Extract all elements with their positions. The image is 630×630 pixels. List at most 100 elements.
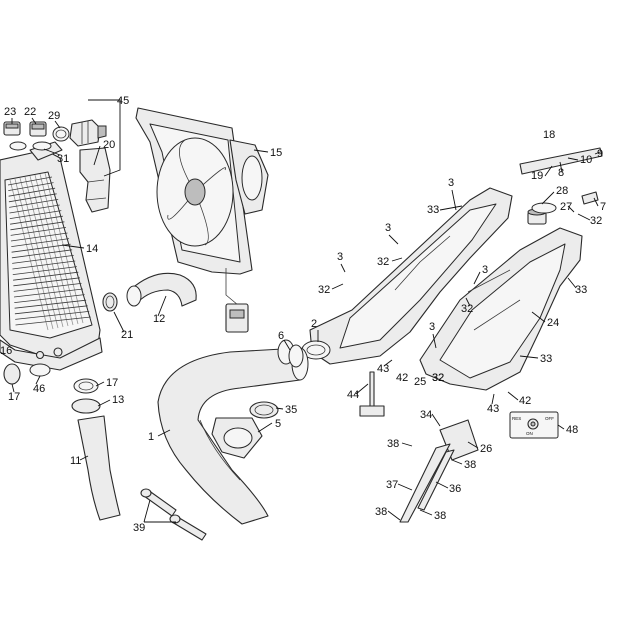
callout-35: 35 (285, 404, 297, 416)
callout-13: 13 (112, 394, 124, 406)
leader-c28 (541, 191, 555, 205)
callout-3-b: 3 (385, 222, 391, 234)
callout-23: 23 (4, 106, 16, 118)
leader-c42b (507, 391, 519, 401)
leader-c38b (451, 459, 463, 465)
callout-12: 12 (153, 313, 165, 325)
leader-c32b (391, 257, 403, 262)
callout-39: 39 (133, 522, 145, 534)
callout-3-c: 3 (337, 251, 343, 263)
callout-37: 37 (386, 479, 398, 491)
callout-15: 15 (270, 147, 282, 159)
leader-c6 (283, 339, 291, 351)
leader-c3c (340, 263, 346, 273)
callout-17-a: 17 (8, 391, 20, 403)
leader-c32c (331, 283, 344, 290)
callout-5: 5 (275, 418, 281, 430)
callout-14: 14 (86, 243, 98, 255)
leader-c37 (397, 483, 413, 491)
cooling-fan-part (135, 107, 269, 333)
switch-label-res: RES (512, 416, 521, 421)
leader-c13 (97, 399, 111, 407)
callout-43-b: 43 (487, 403, 499, 415)
callout-6: 6 (278, 330, 284, 342)
callout-leaders (11, 117, 601, 523)
callout-3-d: 3 (482, 264, 488, 276)
callout-32-c: 32 (318, 284, 330, 296)
radiator-part (0, 141, 103, 371)
callout-3-a: 3 (448, 177, 454, 189)
leader-c39 (143, 499, 151, 523)
leader-c48 (557, 424, 565, 430)
leader-c8 (559, 161, 563, 173)
callout-38-a: 38 (387, 438, 399, 450)
lower-hose-part (3, 363, 121, 521)
switch-label-on: ON (526, 431, 533, 436)
callout-28: 28 (556, 185, 568, 197)
callout-32-a: 32 (590, 215, 602, 227)
callout-34: 34 (420, 409, 432, 421)
callout-7: 7 (600, 201, 606, 213)
leader-c17b (95, 381, 105, 387)
leader-c10 (567, 157, 579, 161)
callout-9: 9 (597, 148, 603, 160)
callout-2: 2 (311, 318, 317, 330)
callout-26: 26 (480, 443, 492, 455)
callout-45: 45 (117, 95, 129, 107)
callout-46: 46 (33, 383, 45, 395)
leader-c43b (491, 393, 495, 405)
leader-c9 (594, 151, 601, 155)
callout-33-b: 33 (575, 284, 587, 296)
leader-c22 (31, 117, 37, 125)
leader-c3b (388, 234, 399, 245)
leader-c26 (467, 441, 479, 449)
callout-33-c: 33 (540, 353, 552, 365)
callout-36: 36 (449, 483, 461, 495)
leader-c5 (257, 422, 273, 433)
leader-c3d (473, 271, 481, 285)
leader-c35 (275, 407, 284, 410)
callout-17-b: 17 (106, 377, 118, 389)
callout-38-b: 38 (464, 459, 476, 471)
callout-27: 27 (560, 201, 572, 213)
leader-c46 (35, 375, 41, 385)
callout-3-e: 3 (429, 321, 435, 333)
leader-c33a (439, 205, 463, 211)
callout-11: 11 (70, 455, 81, 467)
callout-8: 8 (558, 167, 564, 179)
expansion-tank-part (301, 187, 583, 391)
callout-43-a: 43 (377, 363, 389, 375)
leader-c32d (465, 297, 471, 307)
callout-labels: 23 22 29 45 20 31 14 15 18 9 10 19 8 28 … (0, 95, 606, 534)
callout-31: 31 (57, 153, 69, 165)
leader-c31 (43, 148, 61, 156)
callout-22: 22 (24, 106, 36, 118)
leader-c20 (93, 145, 101, 166)
main-hose-part (157, 339, 309, 525)
leader-c11 (79, 455, 89, 461)
callout-42-b: 42 (519, 395, 531, 407)
callout-18: 18 (543, 129, 555, 141)
callout-29: 29 (48, 110, 60, 122)
callout-25: 25 (414, 376, 426, 388)
leader-c29 (54, 120, 61, 129)
switch-label-off: OFF (545, 416, 554, 421)
callout-10: 10 (580, 154, 592, 166)
callout-38-d: 38 (434, 510, 446, 522)
leader-c43a (383, 359, 393, 367)
leader-c15 (253, 149, 269, 153)
leader-c38d (419, 509, 433, 516)
leader-c38a (401, 442, 413, 447)
callout-32-d: 32 (461, 303, 473, 315)
callout-1: 1 (148, 431, 154, 443)
leader-c19 (544, 165, 553, 177)
leader-c44 (355, 383, 369, 395)
callout-38-c: 38 (375, 506, 387, 518)
leader-c21 (113, 311, 125, 333)
leader-c24 (531, 311, 546, 323)
leader-c12 (157, 295, 167, 317)
leader-c3e (432, 333, 437, 349)
leader-c33b (567, 277, 577, 289)
